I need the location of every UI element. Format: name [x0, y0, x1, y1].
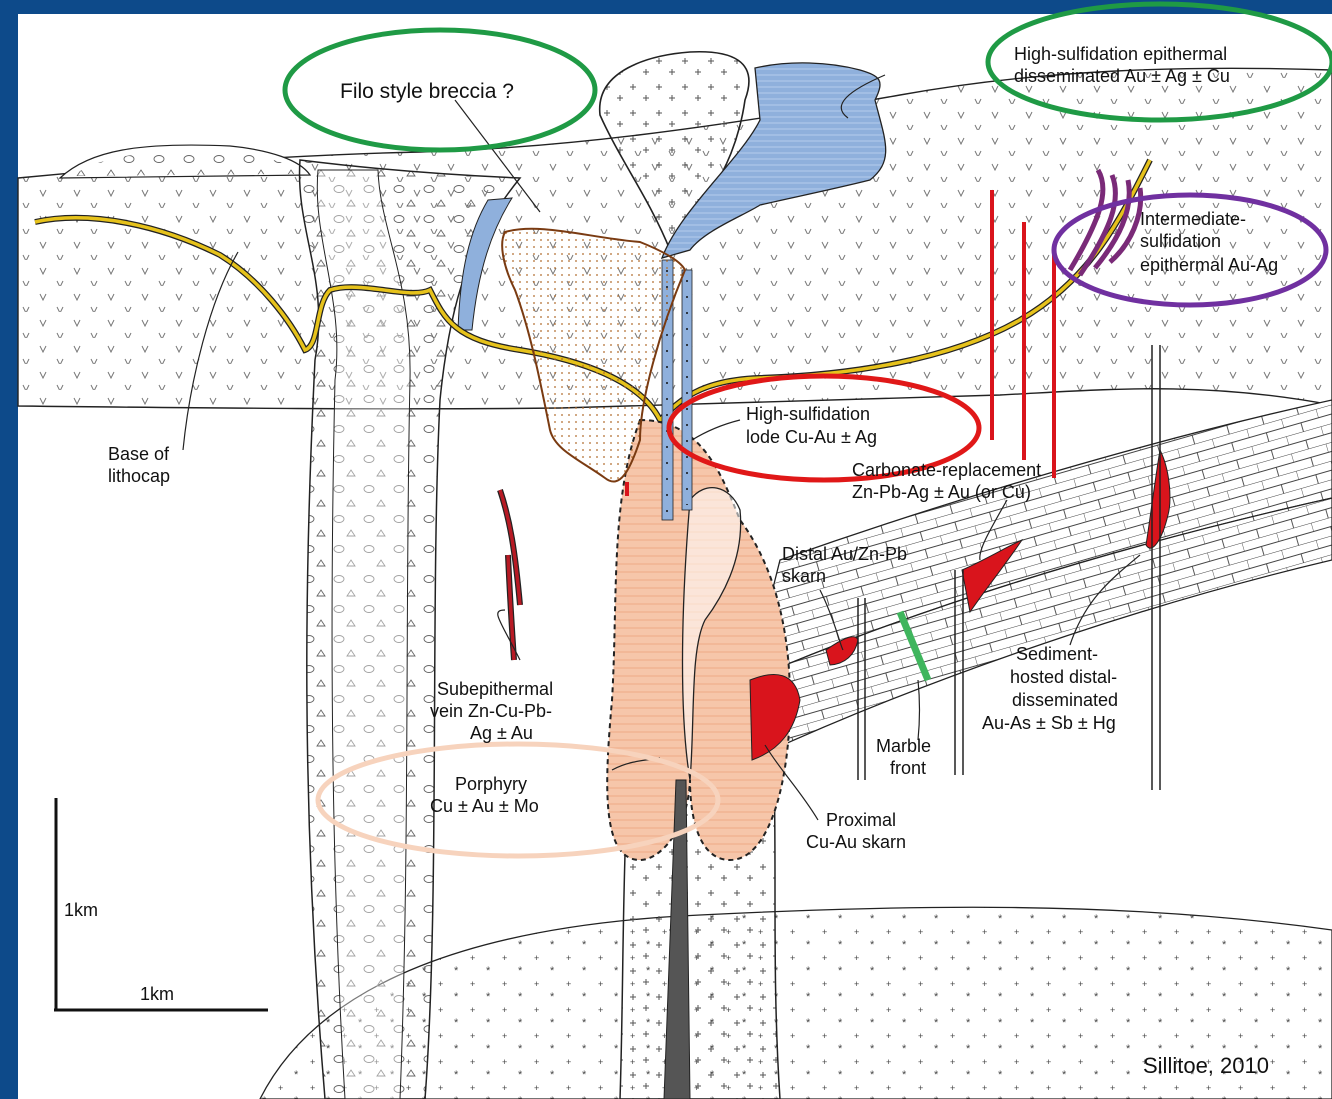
label-subepithermal-2: vein Zn-Cu-Pb- [430, 701, 552, 721]
label-base-lithocap-1: Base of [108, 444, 170, 464]
scale-vertical-label: 1km [64, 900, 98, 920]
label-intermediate-3: epithermal Au-Ag [1140, 255, 1278, 275]
label-subepithermal-3: Ag ± Au [470, 723, 533, 743]
label-hs-lode-1: High-sulfidation [746, 404, 870, 424]
label-distal-skarn-1: Distal Au/Zn-Pb [782, 544, 907, 564]
label-proximal-2: Cu-Au skarn [806, 832, 906, 852]
label-intermediate-2: sulfidation [1140, 231, 1221, 251]
label-carbonate-2: Zn-Pb-Ag ± Au (or Cu) [852, 482, 1031, 502]
label-hs-lode-2: lode Cu-Au ± Ag [746, 427, 877, 447]
label-base-lithocap-2: lithocap [108, 466, 170, 486]
label-sediment-4: Au-As ± Sb ± Hg [982, 713, 1116, 733]
label-marble-1: Marble [876, 736, 931, 756]
label-porphyry-2: Cu ± Au ± Mo [430, 796, 539, 816]
label-filo-breccia: Filo style breccia ? [340, 80, 514, 103]
label-subepithermal-1: Subepithermal [437, 679, 553, 699]
label-marble-2: front [890, 758, 926, 778]
label-carbonate-1: Carbonate-replacement [852, 460, 1041, 480]
citation: Sillitoe, 2010 [1143, 1053, 1269, 1078]
label-sediment-3: disseminated [1012, 690, 1118, 710]
label-distal-skarn-2: skarn [782, 566, 826, 586]
label-porphyry-1: Porphyry [455, 774, 527, 794]
label-proximal-1: Proximal [826, 810, 896, 830]
label-hs-epithermal-2: disseminated Au ± Ag ± Cu [1014, 66, 1230, 86]
label-sediment-2: hosted distal- [1010, 667, 1117, 687]
label-intermediate-1: Intermediate- [1140, 209, 1246, 229]
label-hs-epithermal-1: High-sulfidation epithermal [1014, 44, 1227, 64]
scale-horizontal-label: 1km [140, 984, 174, 1004]
label-sediment-1: Sediment- [1016, 644, 1098, 664]
